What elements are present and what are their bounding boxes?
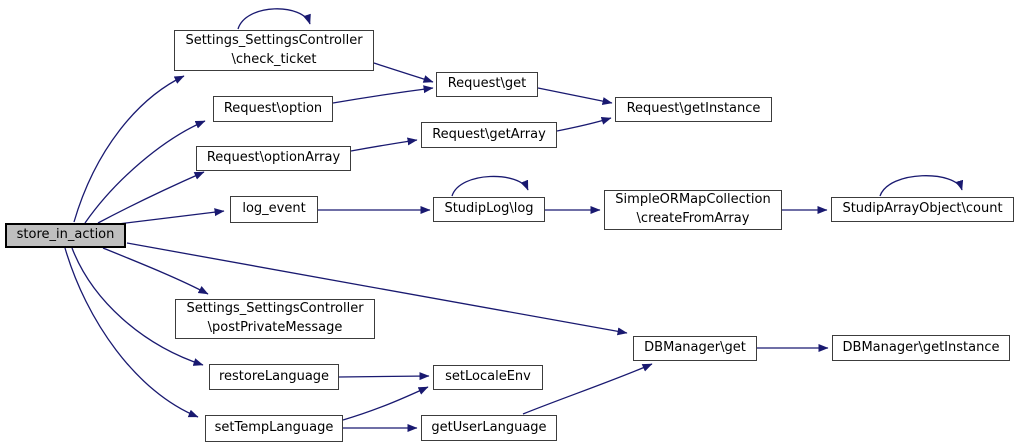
node-request_getArray[interactable]: Request\getArray <box>421 122 557 148</box>
node-check_ticket[interactable]: Settings_SettingsController \check_ticke… <box>174 30 374 71</box>
node-studiparrayobject_count[interactable]: StudipArrayObject\count <box>831 197 1014 222</box>
node-restoreLanguage[interactable]: restoreLanguage <box>209 364 339 390</box>
node-request_getInstance[interactable]: Request\getInstance <box>615 97 772 122</box>
edge-getUserLanguage-to-dbmanager_get <box>522 363 653 415</box>
node-studiplog_log[interactable]: StudipLog\log <box>433 197 545 222</box>
edge-studiplog_log-self-loop <box>451 175 529 197</box>
node-setTempLanguage[interactable]: setTempLanguage <box>205 415 343 442</box>
node-log_event[interactable]: log_event <box>230 196 318 223</box>
edge-store_in_action-to-dbmanager_get <box>126 242 628 336</box>
edge-request_getArray-to-request_getInstance <box>556 117 612 132</box>
edge-store_in_action-to-setTempLanguage <box>64 247 199 418</box>
node-request_optionArray[interactable]: Request\optionArray <box>196 146 351 171</box>
node-setLocaleEnv[interactable]: setLocaleEnv <box>433 365 543 390</box>
edge-request_optionArray-to-request_getArray <box>350 137 418 152</box>
edge-request_option-to-request_get <box>332 85 434 104</box>
edge-store_in_action-to-check_ticket <box>73 75 185 223</box>
node-store_in_action: store_in_action <box>5 223 126 248</box>
edge-store_in_action-to-restoreLanguage <box>71 247 204 366</box>
node-request_get[interactable]: Request\get <box>436 72 538 97</box>
edge-store_in_action-to-request_optionArray <box>97 171 205 224</box>
node-getUserLanguage[interactable]: getUserLanguage <box>421 415 557 441</box>
node-postPrivateMessage[interactable]: Settings_SettingsController \postPrivate… <box>175 299 375 339</box>
node-createFromArray[interactable]: SimpleORMapCollection \createFromArray <box>604 190 782 230</box>
node-request_option[interactable]: Request\option <box>213 96 333 122</box>
node-dbmanager_getInstance[interactable]: DBManager\getInstance <box>832 335 1010 361</box>
edge-check_ticket-to-request_get <box>373 62 434 83</box>
node-dbmanager_get[interactable]: DBManager\get <box>633 336 757 361</box>
edge-setTempLanguage-to-setLocaleEnv <box>342 386 429 421</box>
edge-restoreLanguage-to-setLocaleEnv <box>338 372 430 381</box>
edge-check_ticket-self-loop <box>237 8 311 30</box>
edge-studiparrayobject_count-self-loop <box>879 175 964 197</box>
edge-store_in_action-to-log_event <box>117 208 225 225</box>
edge-store_in_action-to-request_option <box>84 120 206 224</box>
edge-store_in_action-to-postPrivateMessage <box>102 247 209 295</box>
edge-request_get-to-request_getInstance <box>537 87 613 105</box>
